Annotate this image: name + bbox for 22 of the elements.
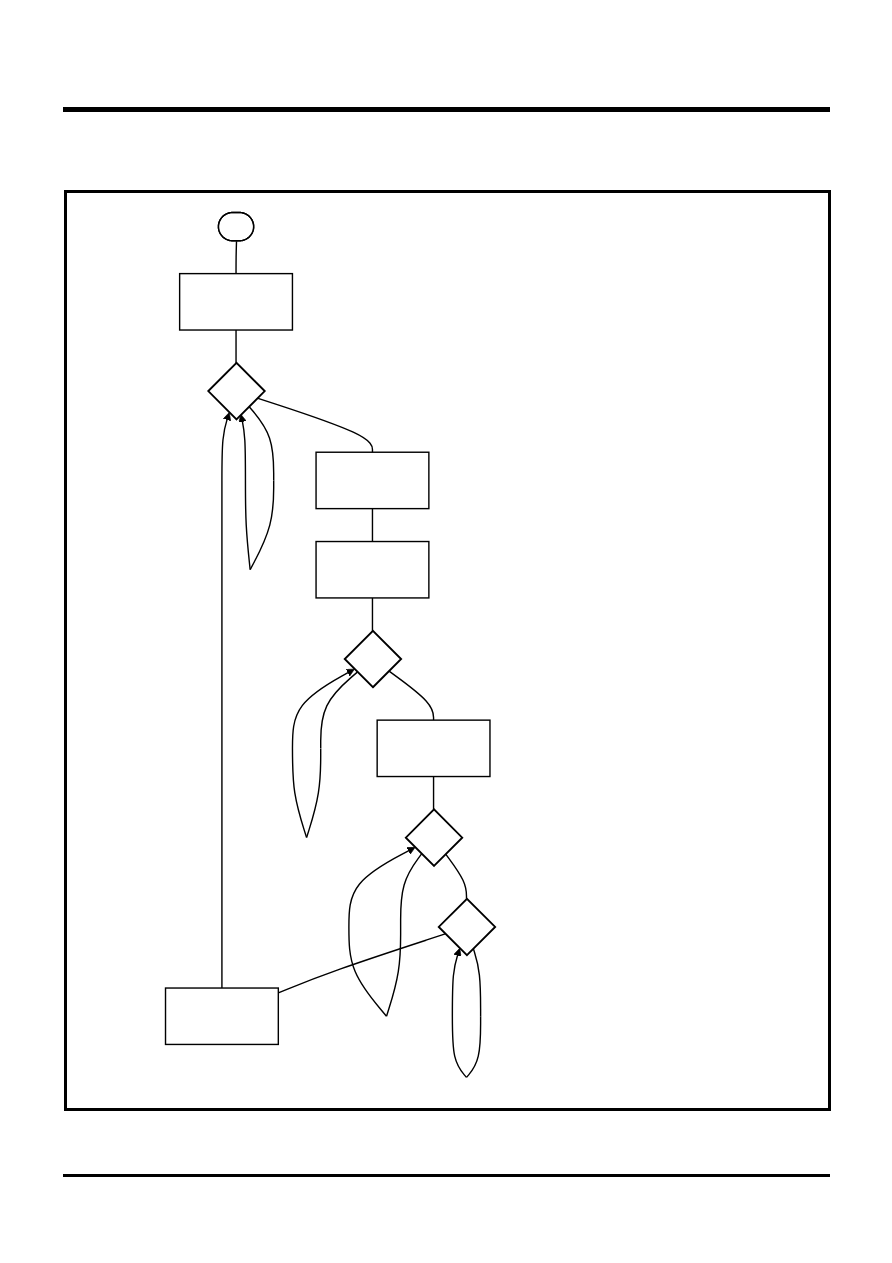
connector [256,397,373,453]
node-box [315,451,430,510]
node-diamond [206,361,266,421]
connector [235,240,237,275]
connector [371,507,373,543]
node-box [178,272,293,331]
node-box [376,719,491,778]
node-box [164,987,279,1046]
arrow [220,412,231,989]
connector [277,933,446,994]
connector [371,597,373,632]
arrow [347,847,422,1017]
node-diamond [404,808,464,868]
node-diamond [437,897,497,957]
connector [387,670,434,721]
connector [432,775,434,811]
arrow [451,947,481,1079]
node-box [315,540,430,599]
connector [444,853,467,900]
connector [235,329,237,364]
node-diamond [343,629,403,689]
arrow [238,405,275,571]
